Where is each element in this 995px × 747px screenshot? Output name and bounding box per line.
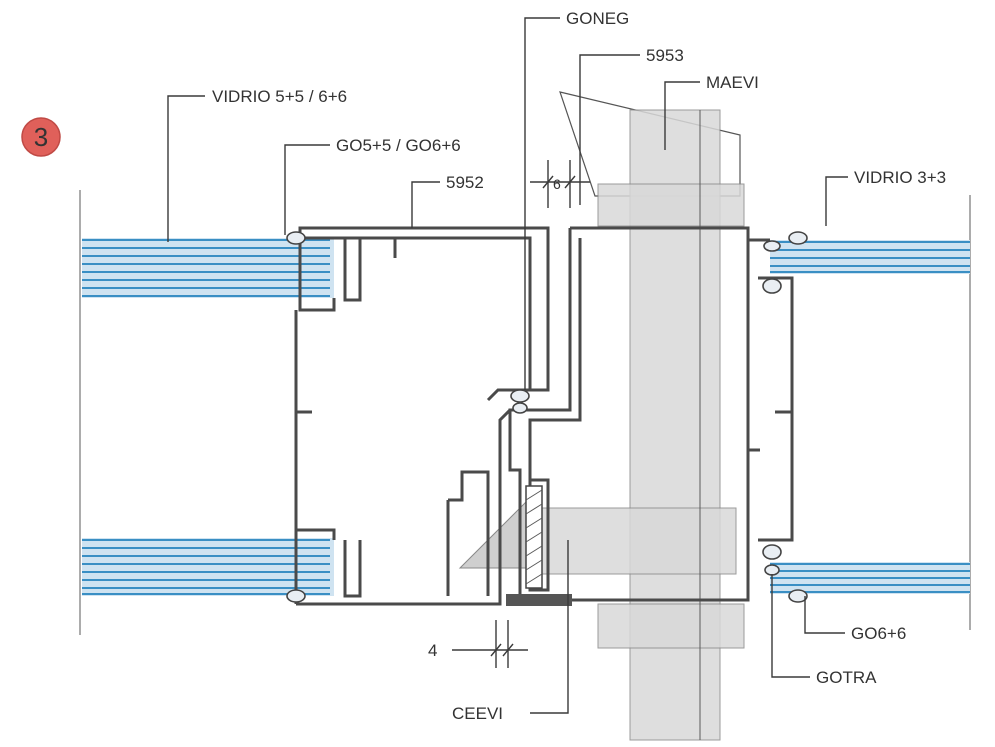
glass-left-bottom [82,538,334,596]
label-5953: 5953 [646,46,684,65]
detail-number: 3 [34,122,48,152]
label-maevi: MAEVI [706,73,759,92]
label-go-right: GO6+6 [851,624,906,643]
label-gotra: GOTRA [816,668,877,687]
label-go-left: GO5+5 / GO6+6 [336,136,461,155]
label-dim-4: 4 [428,641,437,660]
steel-mullion [458,91,745,741]
leader-lines [167,17,848,714]
ceevi-cleat [506,485,572,606]
label-ceevi: CEEVI [452,704,503,723]
gaskets [286,231,808,603]
label-vidrio-left: VIDRIO 5+5 / 6+6 [212,87,347,106]
glass-left-top [82,238,334,298]
glass-right-bottom [770,562,970,594]
label-vidrio-right: VIDRIO 3+3 [854,168,946,187]
label-dim-6: 6 [553,176,561,192]
glass-right-top [770,240,970,274]
profile-5953 [508,226,794,602]
detail-number-badge: 3 [21,117,61,157]
label-5952: 5952 [446,173,484,192]
label-goneg: GONEG [566,9,629,28]
